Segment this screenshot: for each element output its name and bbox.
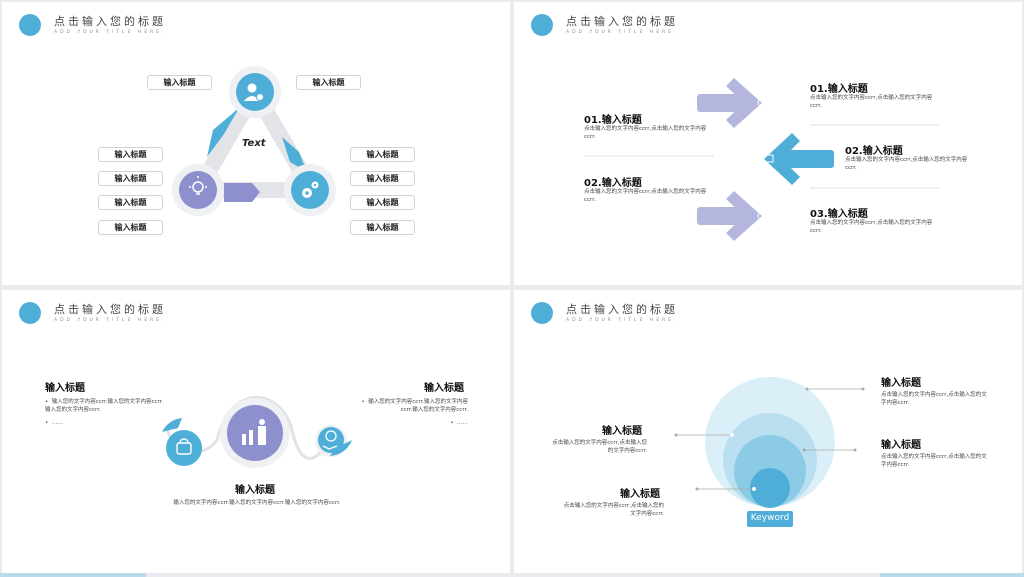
right-bullet: • 输入您的文字内容ccrr.输入您的文字内容ccrr.输入您的文字内容ccrr… (361, 399, 468, 413)
label-box[interactable]: 输入标题 (98, 195, 163, 210)
footer-strip (0, 573, 146, 577)
left-bullet: • 输入您的文字内容ccrr.输入您的文字内容ccrr.输入您的文字内容ccrr… (45, 399, 164, 413)
arrows-diagram (584, 78, 939, 241)
item-title: 02.输入标题 (584, 178, 642, 189)
shopping-bag-icon (176, 442, 192, 455)
item-title: 输入标题 (620, 489, 660, 500)
item-text: 点击输入您的文字内容ccrr,点击输入您的文字内容ccrr. (552, 440, 647, 454)
triangle-diagram (172, 66, 336, 216)
target-icon (757, 211, 767, 221)
gear-icon (757, 98, 767, 108)
label-box[interactable]: 输入标题 (98, 147, 163, 162)
slide-wave[interactable]: 点击输入您的标题 ADD YOUR TITLE HERE. 输入标题 • 输入您… (2, 290, 510, 573)
item-title: 03.输入标题 (810, 209, 868, 220)
item-text: 点击输入您的文字内容ccrr,点击输入您的文字内容ccrr. (584, 126, 707, 140)
slide-title: 点击输入您的标题 (566, 15, 678, 28)
gears-icon (302, 181, 319, 198)
slide-subtitle: ADD YOUR TITLE HERE. (566, 30, 679, 35)
slide-title: 点击输入您的标题 (54, 303, 166, 316)
label-box[interactable]: 输入标题 (296, 75, 361, 90)
item-text: 点击输入您的文字内容ccrr,点击输入您的文字内容ccrr. (563, 503, 664, 517)
right-title: 输入标题 (424, 383, 464, 394)
slide-arrows[interactable]: 点击输入您的标题 ADD YOUR TITLE HERE. 01.输入标题 点击… (514, 2, 1022, 285)
center-text: 输入您的文字内容ccrr.输入您的文字内容ccrr.输入您的文字内容ccrr. (173, 500, 341, 506)
presentation-icon (763, 154, 774, 163)
header-dot (19, 14, 41, 36)
label-box[interactable]: 输入标题 (147, 75, 212, 90)
nested-circles-diagram (674, 377, 865, 527)
item-text: 点击输入您的文字内容ccrr,点击输入您的文字内容ccrr. (584, 189, 707, 203)
header-dot (19, 302, 41, 324)
center-title: 输入标题 (235, 485, 275, 496)
slide-subtitle: ADD YOUR TITLE HERE. (54, 318, 167, 323)
label-box[interactable]: 输入标题 (350, 171, 415, 186)
growth-people-icon (242, 419, 266, 445)
item-title: 02.输入标题 (845, 146, 903, 157)
slide-subtitle: ADD YOUR TITLE HERE. (566, 318, 679, 323)
item-title: 01.输入标题 (584, 115, 642, 126)
label-box[interactable]: 输入标题 (98, 220, 163, 235)
item-text: 点击输入您的文字内容ccrr,点击输入您的文字内容ccrr. (845, 157, 968, 171)
item-title: 输入标题 (881, 440, 921, 451)
label-box[interactable]: 输入标题 (350, 147, 415, 162)
slide-title: 点击输入您的标题 (566, 303, 678, 316)
item-text: 点击输入您的文字内容ccrr,点击输入您的文字内容ccrr. (810, 220, 933, 234)
keyword-label: Keyword (750, 513, 790, 523)
item-text: 点击输入您的文字内容ccrr,点击输入您的文字内容ccrr. (881, 392, 987, 406)
lightbulb-icon (189, 176, 207, 195)
item-text: 点击输入您的文字内容ccrr,点击输入您的文字内容ccrr. (881, 454, 987, 468)
user-add-icon (244, 83, 264, 101)
arrow-bottom-segment (224, 183, 260, 202)
money-hand-icon (325, 430, 337, 442)
left-title: 输入标题 (45, 383, 85, 394)
item-title: 输入标题 (602, 426, 642, 437)
left-bullet: • …… (45, 420, 63, 426)
label-box[interactable]: 输入标题 (350, 220, 415, 235)
item-title: 输入标题 (881, 378, 921, 389)
slide-title: 点击输入您的标题 (54, 15, 166, 28)
slide-subtitle: ADD YOUR TITLE HERE. (54, 30, 167, 35)
wave-diagram (162, 396, 352, 468)
header-dot (531, 14, 553, 36)
label-box[interactable]: 输入标题 (350, 195, 415, 210)
label-box[interactable]: 输入标题 (98, 171, 163, 186)
right-bullet: • …… (450, 420, 468, 426)
item-title: 01.输入标题 (810, 84, 868, 95)
footer-strip (880, 573, 1024, 577)
header-dot (531, 302, 553, 324)
item-text: 点击输入您的文字内容ccrr,点击输入您的文字内容ccrr. (810, 95, 933, 109)
slide-triangle-cycle[interactable]: 点击输入您的标题 ADD YOUR TITLE HERE. Text 输入标题 … (2, 2, 510, 285)
arrow-right-segment (282, 137, 307, 172)
arrow-left-segment (207, 108, 239, 157)
slide-circles[interactable]: 点击输入您的标题 ADD YOUR TITLE HERE. Keyword 输入… (514, 290, 1022, 573)
center-text: Text (242, 138, 266, 149)
